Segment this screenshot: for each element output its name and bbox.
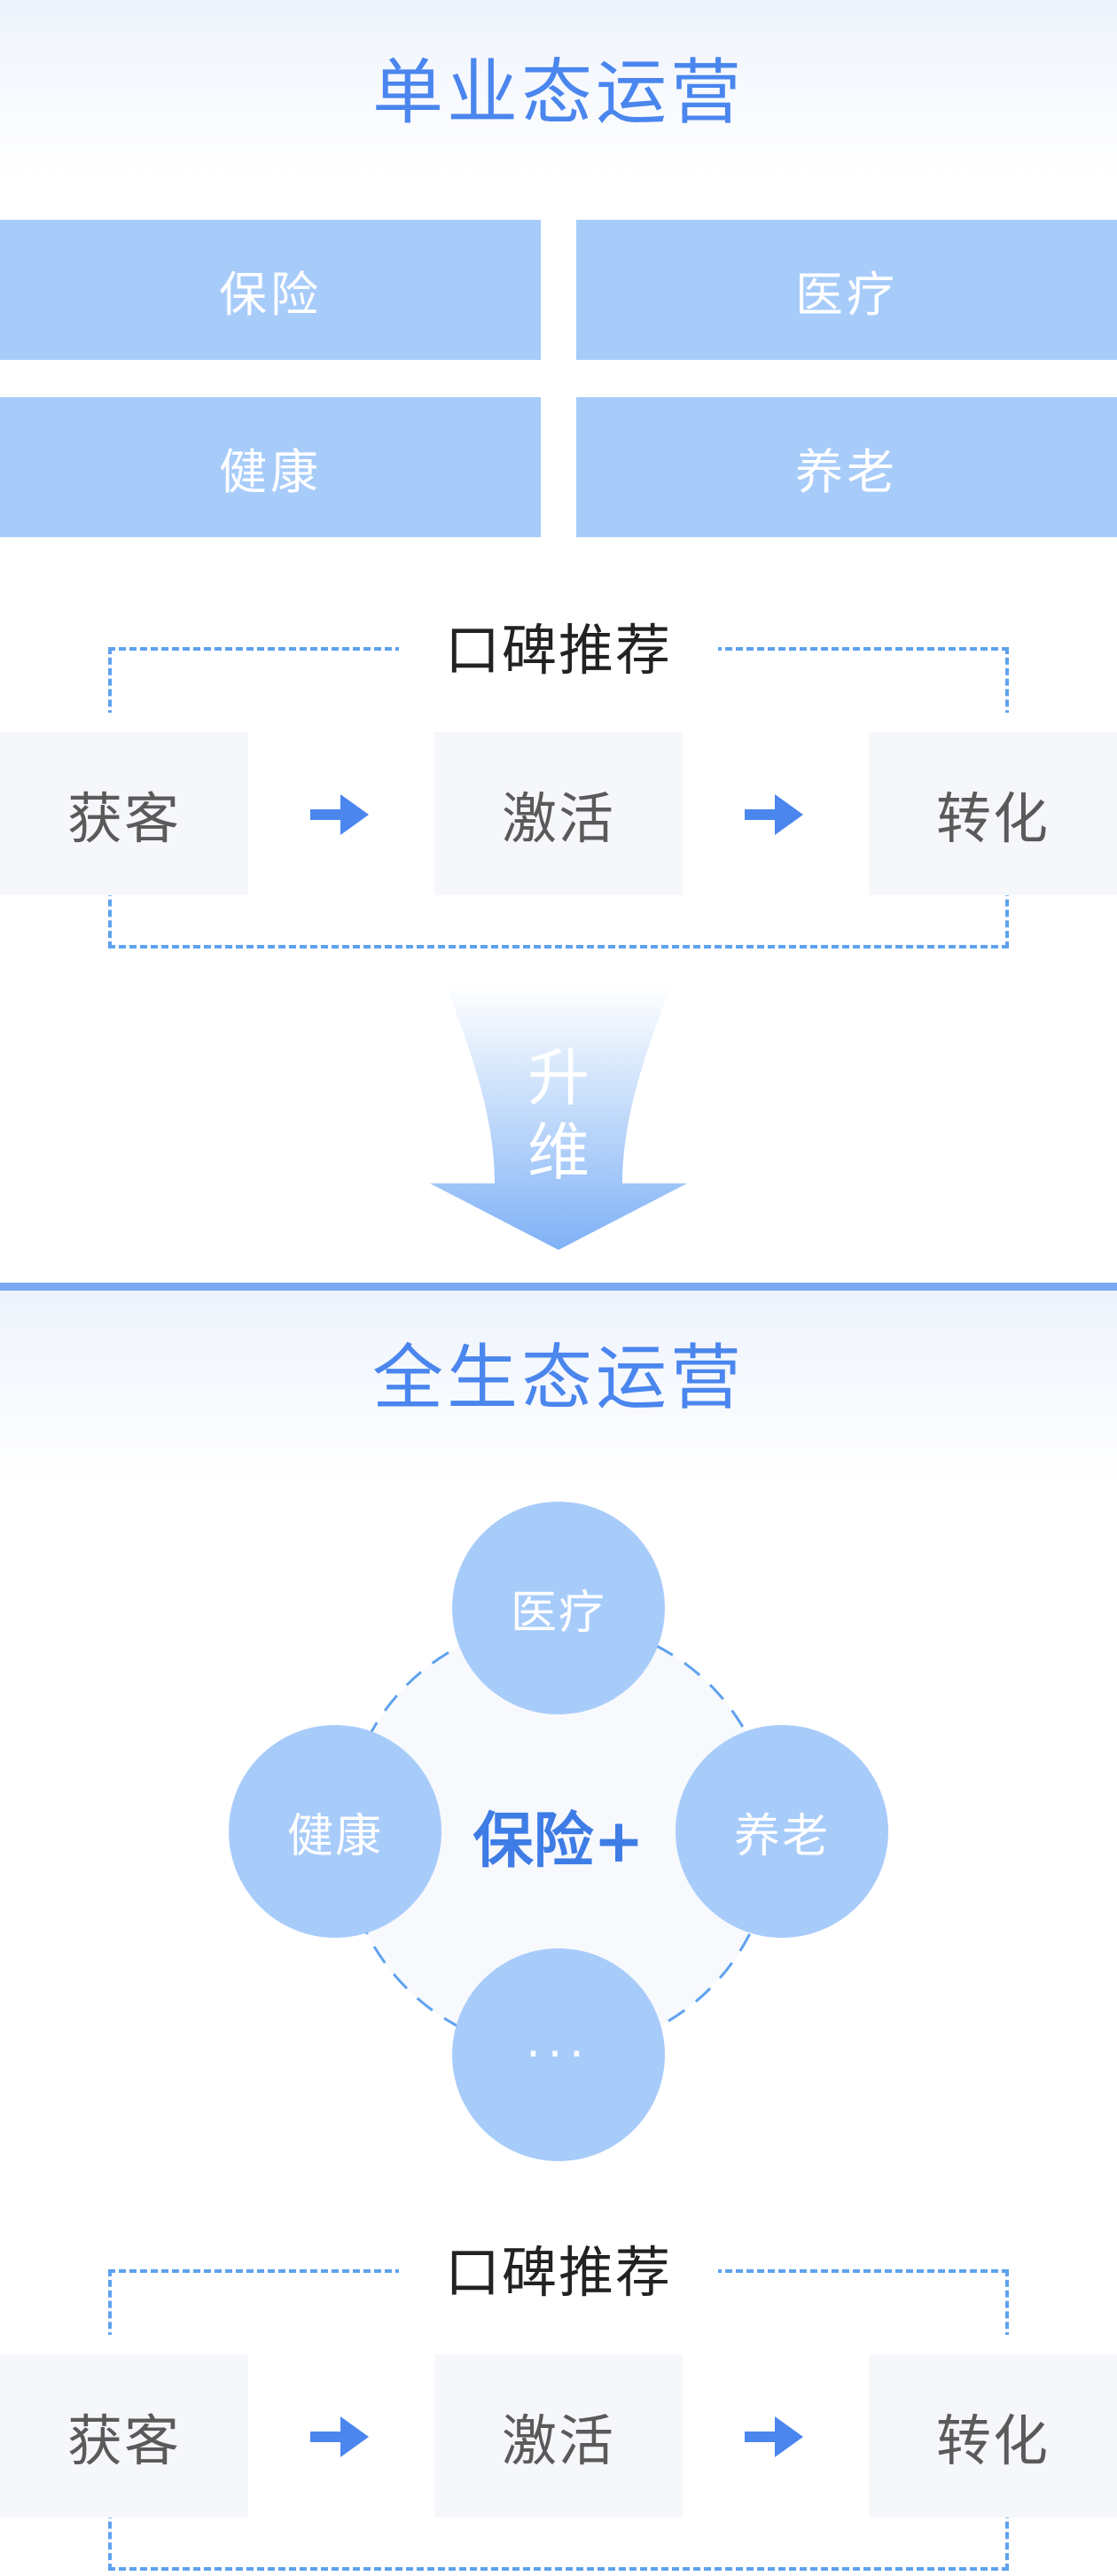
eco-center-label: 保险+ — [473, 1806, 644, 1877]
arrow-down-icon — [430, 984, 687, 1250]
tile-medical: 医疗 — [576, 220, 1117, 360]
arrow-right-icon — [745, 2416, 803, 2457]
step-convert: 转化 — [869, 732, 1117, 895]
upgrade-text: 升维 — [527, 1042, 590, 1189]
eco-section-title: 全生态运营 — [372, 1337, 745, 1419]
recommend-label: 口碑推荐 — [444, 2240, 672, 2305]
step-acquire: 获客 — [0, 2354, 248, 2517]
tile-health: 健康 — [0, 397, 541, 537]
node-more: ··· — [452, 1948, 665, 2161]
recommend-label: 口碑推荐 — [444, 618, 672, 683]
step-acquire: 获客 — [0, 732, 248, 895]
tile-elderly-care: 养老 — [576, 397, 1117, 537]
tile-insurance: 保险 — [0, 220, 541, 360]
upgrade-label: 升维 — [514, 1041, 603, 1190]
step-activate: 激活 — [434, 732, 683, 895]
node-medical: 医疗 — [452, 1502, 665, 1714]
section-divider — [0, 1283, 1117, 1292]
single-section-title: 单业态运营 — [372, 51, 745, 134]
node-health: 健康 — [229, 1725, 441, 1938]
node-elderly-care: 养老 — [676, 1725, 888, 1938]
step-convert: 转化 — [869, 2354, 1117, 2517]
eco-header-band — [0, 1291, 1117, 1486]
arrow-right-icon — [745, 794, 803, 835]
step-activate: 激活 — [434, 2354, 683, 2517]
single-header-band — [0, 0, 1117, 177]
arrow-right-icon — [310, 794, 369, 835]
arrow-right-icon — [310, 2416, 369, 2457]
